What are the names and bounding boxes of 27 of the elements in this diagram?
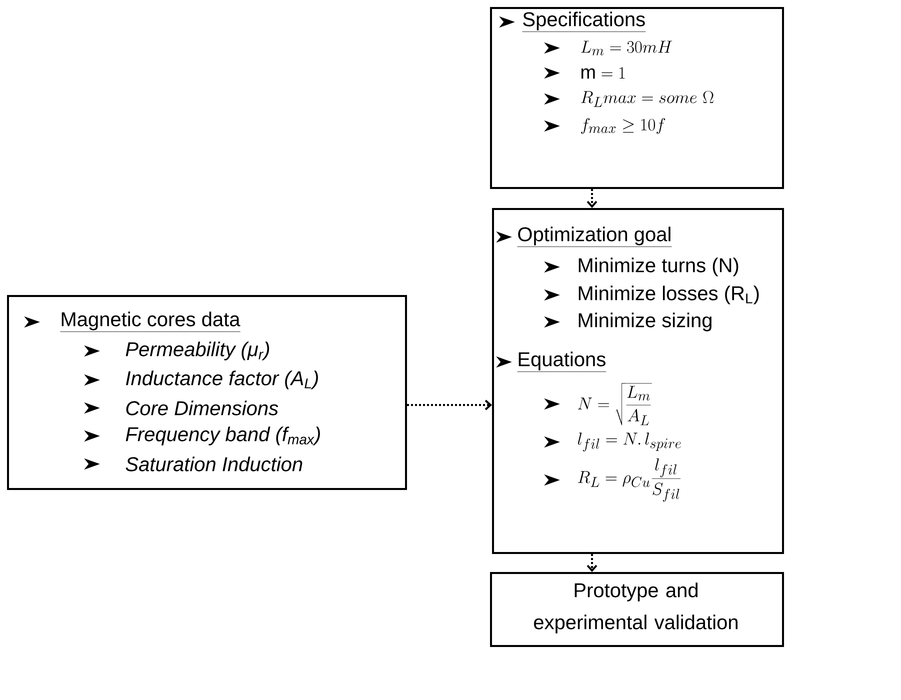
formula: $l_{fil} = N.\, l_{spire}$: [578, 432, 681, 452]
list-item: Minimize losses (R$_{L}$): [578, 286, 759, 304]
heading: Specifications: [522, 12, 646, 32]
label: Prototype and experimental validation: [534, 582, 738, 634]
formula: $f_{max} \geq 10f$: [581, 118, 666, 134]
heading: Magnetic cores data: [60, 312, 240, 332]
formula: $R_L = \rho_{Cu}\frac{l_{fil}}{S_{fil}}$: [578, 458, 680, 502]
list-item: Inductance factor (A$_{L}$): [126, 370, 318, 390]
arrow: [586, 554, 598, 572]
list-item: Permeability (μ$_{r}$): [126, 342, 270, 360]
list-item: Saturation Induction: [126, 456, 302, 472]
formula: $\mathrm{m} = 1$: [581, 67, 625, 79]
list-item: Minimize sizing: [578, 312, 712, 332]
list-item: Minimize turns (N): [578, 258, 738, 276]
process-box: [492, 208, 784, 554]
list-item: Frequency band (f$_{max}$): [126, 426, 320, 446]
arrow: [407, 400, 492, 410]
list-item: Core Dimensions: [126, 400, 278, 416]
specification-box: [490, 7, 784, 189]
formula: $R_L max = some\ \Omega$: [581, 90, 714, 107]
data-box: [7, 295, 407, 490]
formula: $N = \sqrt{\frac{L_m}{A_L}}$: [578, 383, 652, 426]
formula: $L_m = 30mH$: [581, 40, 672, 56]
heading: Equations: [517, 352, 606, 372]
arrow: [586, 189, 598, 208]
heading: Optimization goal: [517, 226, 672, 247]
result-box: [490, 572, 784, 647]
